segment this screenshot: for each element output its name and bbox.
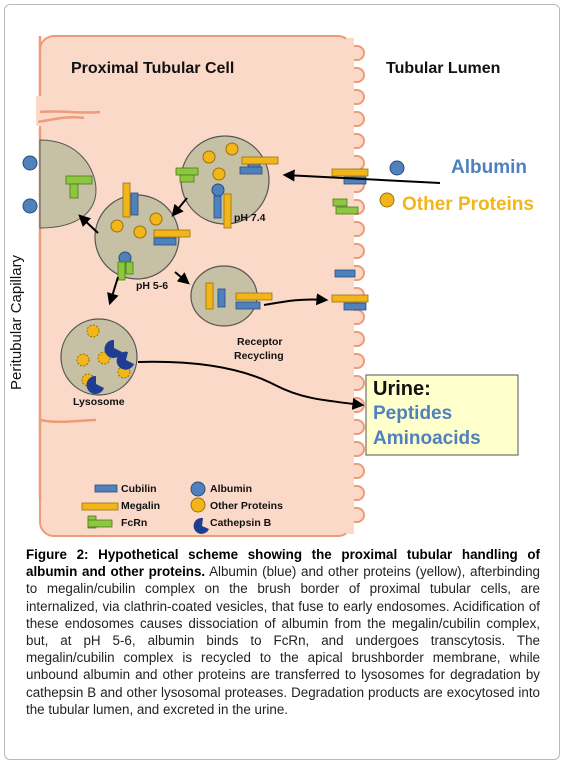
legend-fcrn: FcRn	[121, 517, 148, 529]
ph74-label: pH 7.4	[234, 212, 266, 224]
ph56-label: pH 5-6	[136, 280, 169, 292]
legend-cathepsin-b: Cathepsin B	[210, 517, 272, 529]
lumen-label: Tubular Lumen	[386, 60, 501, 77]
capillary-label-text: Peritubular Capillary	[8, 254, 25, 390]
lumen-other-protein	[379, 192, 395, 208]
legend-cubilin: Cubilin	[121, 483, 157, 495]
basolateral-vesicle	[39, 139, 97, 229]
albumin-released	[22, 155, 38, 171]
other-proteins-label: Other Proteins	[402, 194, 534, 215]
fcrn-bar	[65, 175, 93, 185]
urine-box	[365, 374, 519, 456]
caption-title: Figure 2: Hypothetical scheme showing th…	[26, 547, 540, 580]
brush-border-receptors	[331, 168, 369, 311]
endosome-ph74	[175, 135, 279, 229]
lysosome	[60, 318, 138, 396]
legend-megalin: Megalin	[121, 500, 161, 512]
legend-other-proteins: Other Proteins	[210, 500, 283, 512]
albumin-released	[22, 198, 38, 214]
recycling-vesicle	[190, 265, 273, 327]
figure-caption: Figure 2: Hypothetical scheme showing th…	[26, 546, 540, 718]
receptor-label: Receptor	[237, 336, 283, 348]
caption-body: Albumin (blue) and other proteins (yello…	[26, 564, 540, 717]
endosome-ph56	[94, 182, 191, 281]
pathway-arrows	[78, 169, 441, 410]
recycling-label: Recycling	[234, 350, 284, 362]
lumen-albumin	[389, 160, 405, 176]
lysosome-label: Lysosome	[73, 396, 125, 408]
urine-peptides: Peptides	[373, 403, 453, 424]
albumin-label: Albumin	[451, 157, 527, 178]
legend-icons	[81, 481, 209, 534]
fcrn-bar	[69, 183, 79, 199]
diagram-canvas	[22, 35, 519, 537]
urine-title: Urine:	[373, 378, 431, 400]
legend-albumin: Albumin	[210, 483, 252, 495]
urine-aminoacids: Aminoacids	[373, 428, 481, 449]
microvilli-base	[346, 38, 354, 534]
brush-border	[346, 38, 365, 534]
cell-label: Proximal Tubular Cell	[71, 60, 235, 77]
